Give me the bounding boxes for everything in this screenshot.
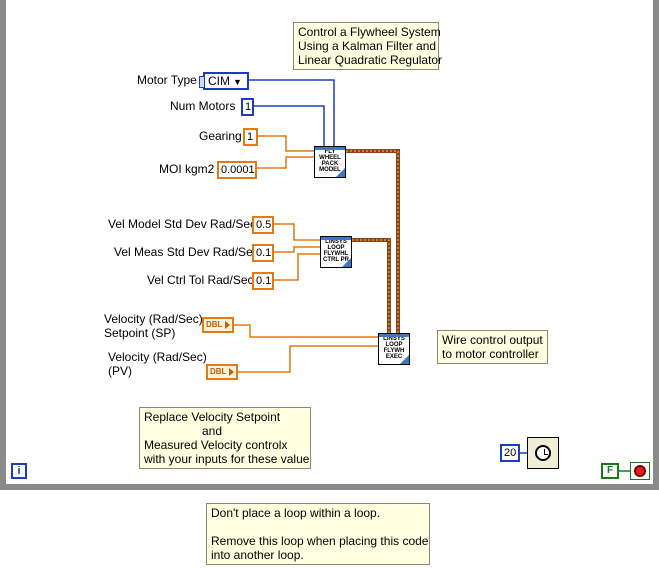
num-motors-constant[interactable]: 1 [241,98,254,116]
subvi-corner-icon [342,258,351,267]
wire-pv [238,345,378,373]
moi-label: MOI kgm2 [159,162,215,176]
wire-vel-meas-std [274,246,320,253]
velocity-pv-label: Velocity (Rad/Sec) (PV) [108,350,207,378]
wire-vel-model-std [274,223,320,241]
wire-num-motors [254,105,325,147]
vel-meas-std-label: Vel Meas Std Dev Rad/Sec [114,245,259,259]
num-motors-label: Num Motors [170,99,236,113]
dropdown-arrow-icon[interactable]: ▼ [233,77,242,87]
title-note: Control a Flywheel System Using a Kalman… [293,22,442,70]
subvi-corner-icon [336,168,345,177]
vel-ctrl-tol-label: Vel Ctrl Tol Rad/Sec [147,273,254,287]
vel-model-std-constant[interactable]: 0.5 [252,216,274,234]
linsys-loop-flywh-exec-subvi[interactable]: LINSYS LOOP FLYWH EXEC [378,333,410,365]
linsys-loop-flywhl-ctrl-subvi[interactable]: LINSYS LOOP FLYWHL CTRL PR [320,236,352,268]
wire-setpoint [234,324,378,338]
iteration-terminal: i [11,463,27,479]
velocity-pv-control[interactable]: DBL [206,364,238,380]
wire-gearing [258,135,314,152]
control-arrow-icon [229,368,234,376]
wire-vel-ctrl-tol [274,253,320,281]
false-constant[interactable]: F [601,463,619,479]
enum-nub-icon [199,76,205,88]
motor-type-value: CIM [208,74,230,88]
wire-output-note: Wire control output to motor controller [437,330,548,364]
wire-motor-type [249,79,335,147]
pv-type: DBL [210,367,227,376]
wait-ms-constant[interactable]: 20 [500,444,520,462]
vel-model-std-label: Vel Model Std Dev Rad/Sec [108,217,257,231]
flywheel-pack-model-subvi[interactable]: FLY WHEEL PACK MODEL [314,146,346,178]
wire-ctrl-cluster [352,238,391,334]
control-arrow-icon [225,321,230,329]
wait-ms-function[interactable] [527,437,559,469]
replace-controls-note: Replace Velocity Setpoint and Measured V… [139,407,311,469]
moi-constant[interactable]: 0.0001 [217,161,257,179]
vel-ctrl-tol-constant[interactable]: 0.1 [252,272,274,290]
clock-icon [535,445,551,461]
loop-warning-note: Don't place a loop within a loop. Remove… [206,503,430,565]
setpoint-type: DBL [206,320,223,329]
subvi-corner-icon [400,355,409,364]
wire-moi [257,156,314,169]
gearing-label: Gearing [199,129,242,143]
stop-icon [634,465,646,477]
stop-condition-terminal[interactable] [630,462,650,480]
gearing-constant[interactable]: 1 [243,128,258,146]
motor-type-label: Motor Type [137,73,197,87]
velocity-setpoint-control[interactable]: DBL [202,317,234,333]
motor-type-enum[interactable]: CIM▼ [199,72,249,90]
vel-meas-std-constant[interactable]: 0.1 [252,244,274,262]
velocity-setpoint-label: Velocity (Rad/Sec) Setpoint (SP) [104,312,203,340]
